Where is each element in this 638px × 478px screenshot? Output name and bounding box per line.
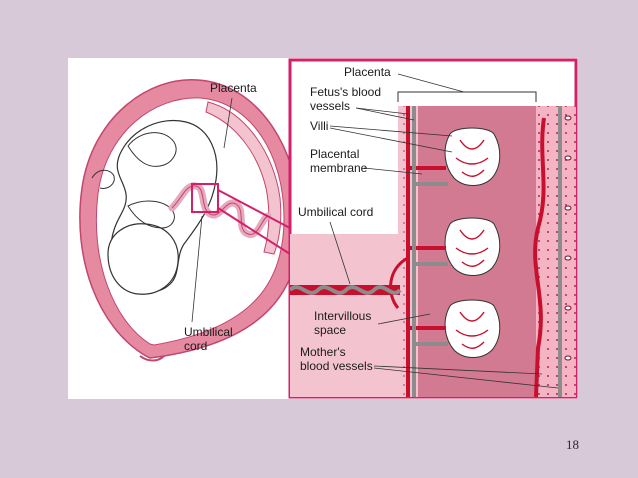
villi-cluster-bottom (444, 299, 501, 358)
label-fetus-vessels-1: Fetus's blood (310, 85, 381, 99)
label-placental-membrane-1: Placental (310, 147, 359, 161)
label-intervillous-2: space (314, 323, 346, 337)
uterus-illustration (79, 79, 301, 362)
label-umbilical-cord-right: Umbilical cord (298, 205, 373, 219)
villi-cluster-top (444, 127, 501, 186)
cervix (139, 355, 165, 362)
label-placental-membrane-2: membrane (310, 161, 368, 175)
umbilical-region (290, 234, 400, 397)
fetal-vessel-branch (389, 256, 409, 309)
fetal-artery (406, 106, 446, 397)
label-fetus-vessels-2: vessels (310, 99, 350, 113)
zoom-region (191, 183, 219, 213)
placenta-diagram: Placenta Umbilical cord (79, 58, 578, 399)
diagram-panel: Placenta Umbilical cord (68, 58, 578, 399)
maternal-artery (533, 117, 546, 397)
fetus-head (107, 223, 179, 295)
label-placenta-left: Placenta (210, 81, 257, 95)
fetal-vein (412, 106, 448, 397)
label-mothers-vessels-1: Mother's (300, 345, 346, 359)
label-mothers-vessels-2: blood vessels (300, 359, 373, 373)
placenta-bracket (397, 91, 537, 102)
page-number: 18 (566, 437, 579, 452)
maternal-cells (564, 115, 572, 361)
zoom-line-top (217, 189, 291, 229)
label-villi: Villi (310, 119, 328, 133)
placenta-left (205, 101, 282, 255)
fetus-leg (127, 132, 177, 167)
zoom-line-bottom (217, 207, 291, 255)
villi-cluster-middle (444, 217, 501, 276)
fetus-foot (91, 169, 115, 189)
placenta-magnified (288, 58, 578, 399)
label-umbilical-left-2: cord (184, 339, 207, 353)
label-placenta-right: Placenta (344, 65, 391, 79)
fetus-arm (127, 200, 175, 229)
label-intervillous-1: Intervillous (314, 309, 371, 323)
label-umbilical-left-1: Umbilical (184, 325, 233, 339)
